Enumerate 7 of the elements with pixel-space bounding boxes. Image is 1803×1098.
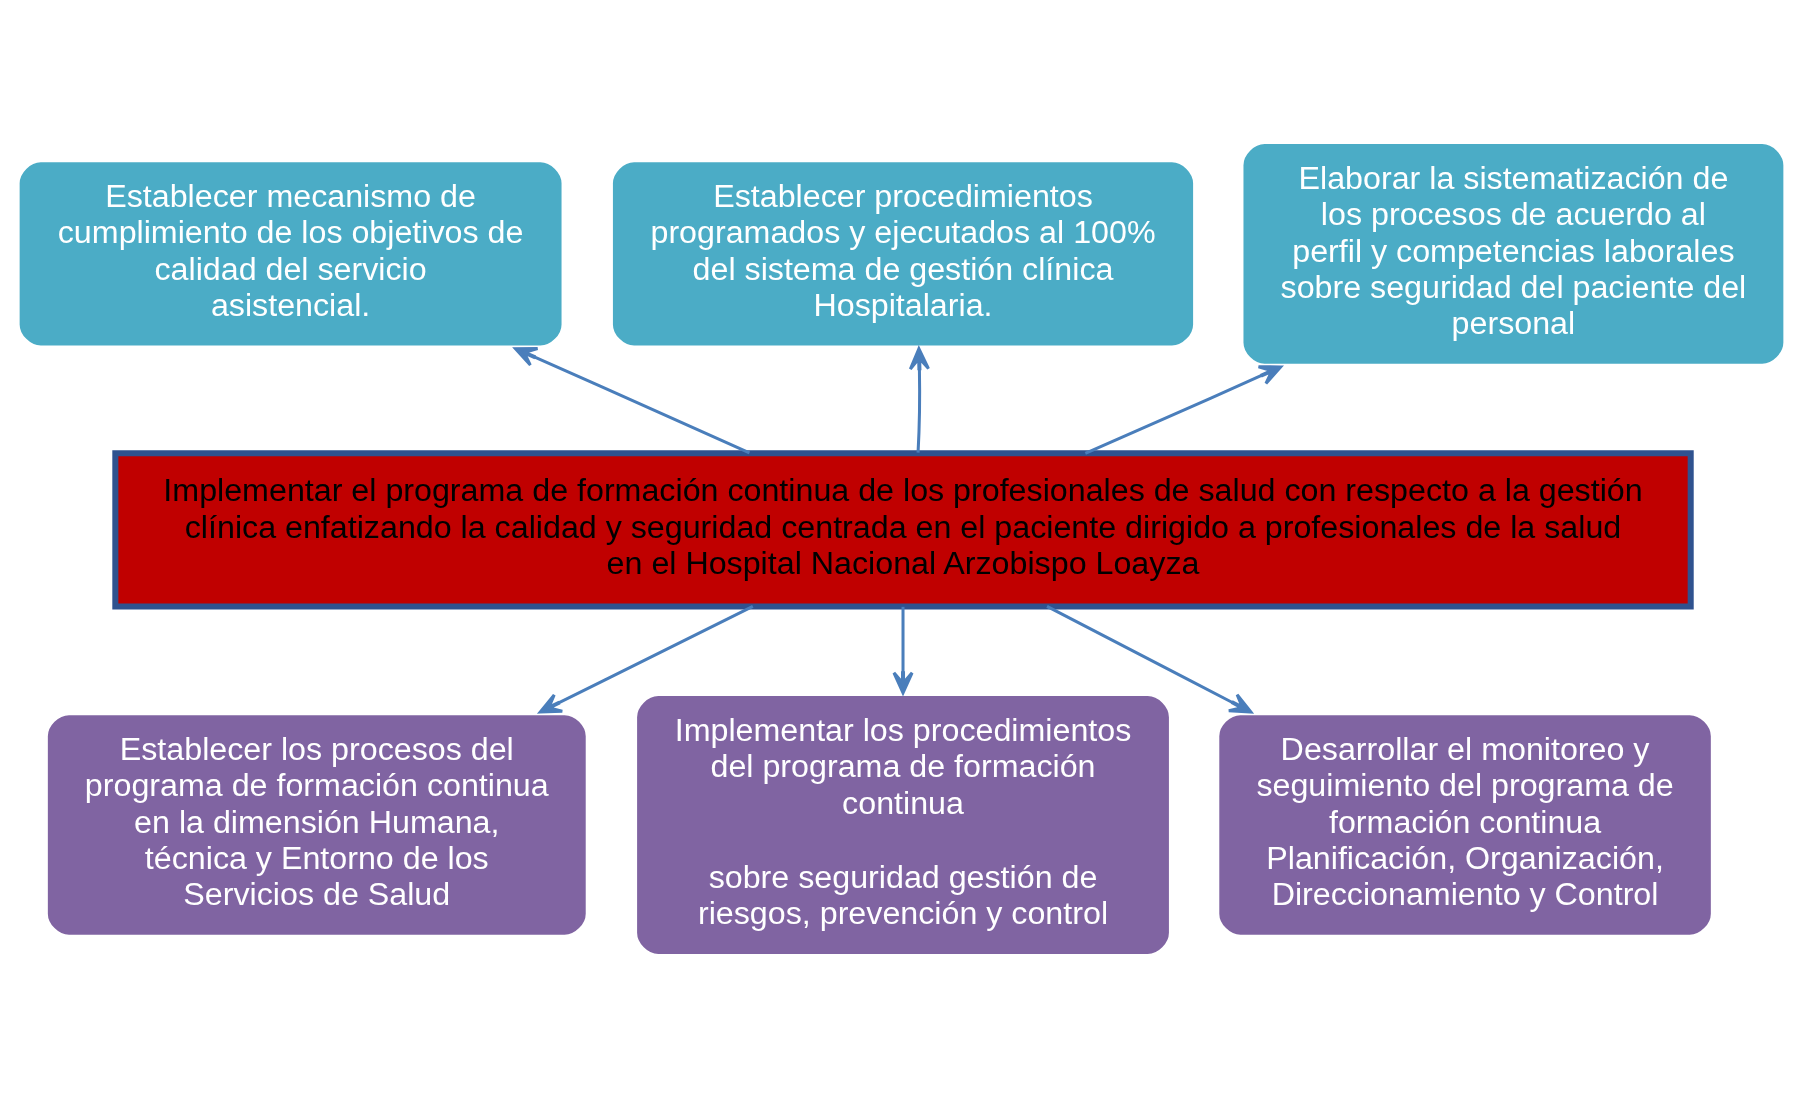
node-box: Implementar el programa de formación continua de los profesionales de salud con respecto a la gestión clínica enfatizando la calidad y seguridad centrada en el paciente dirigido a profesionales de la salud en el Hospital Nacional Arzobispo Loayza xyxy=(112,450,1694,610)
arrow xyxy=(538,605,754,714)
arrow xyxy=(1084,365,1283,455)
arrow xyxy=(514,347,751,455)
arrow xyxy=(1046,605,1253,714)
arrow xyxy=(908,347,930,453)
arrow xyxy=(892,606,914,695)
